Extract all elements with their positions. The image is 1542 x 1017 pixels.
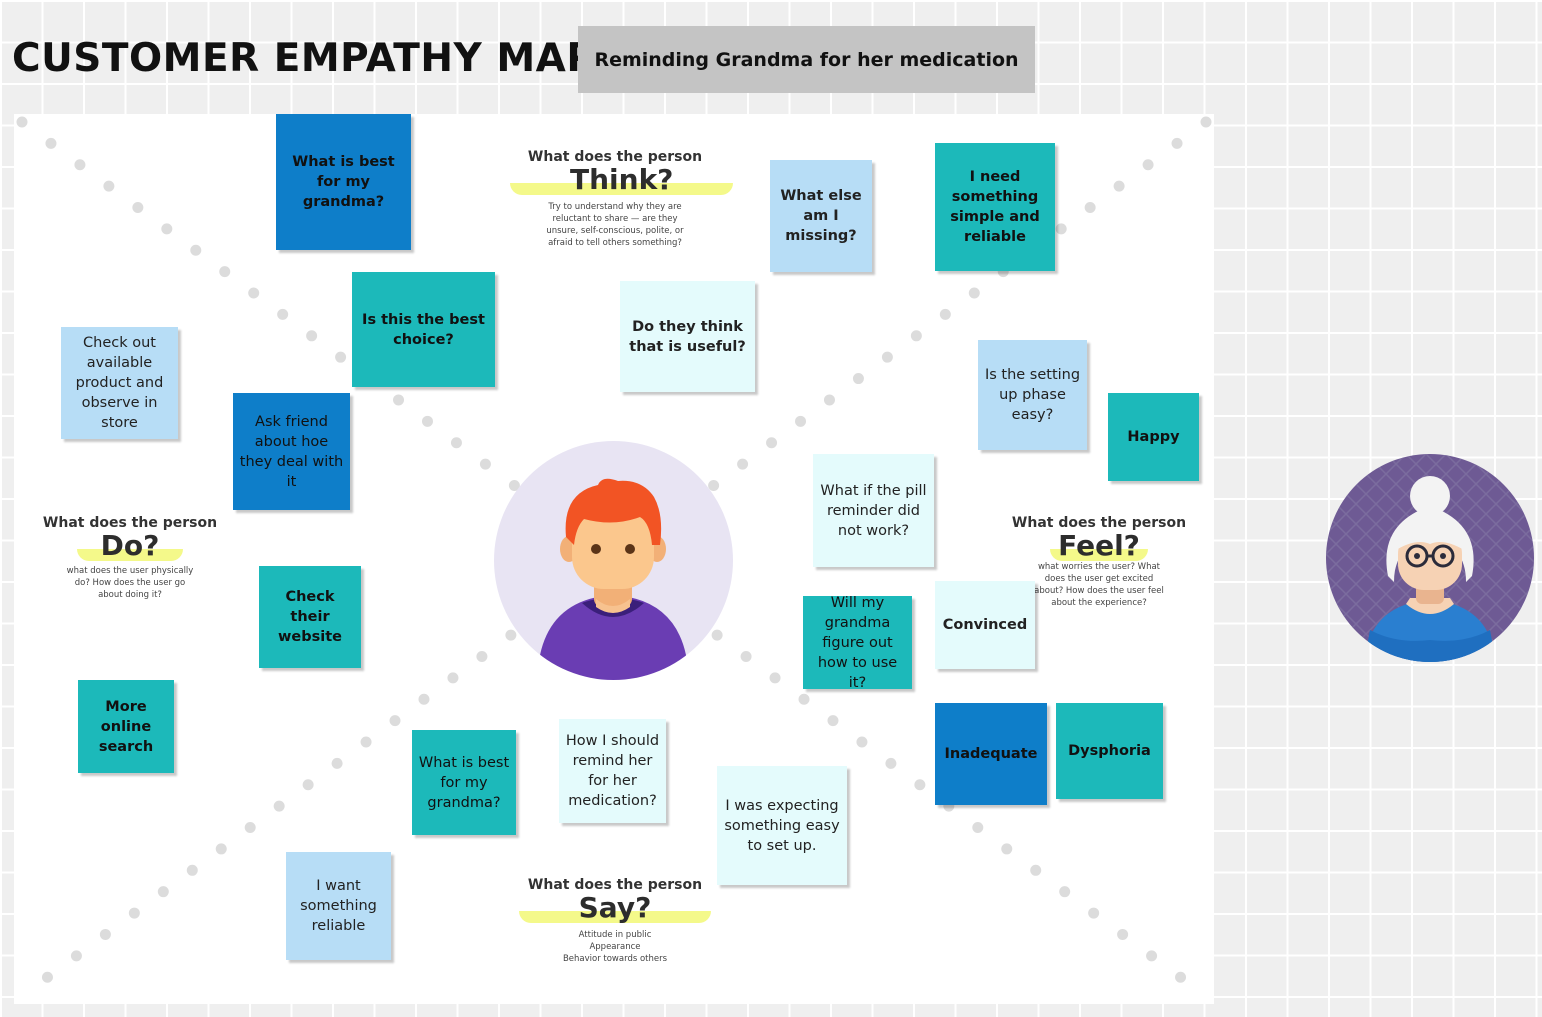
diagonal-dotted-lines	[16, 116, 1212, 1002]
sticky-note-text: Is this the best choice?	[362, 311, 485, 348]
sticky-note-text: How I should remind her for her medicati…	[565, 733, 660, 809]
think-question: What does the person	[527, 149, 703, 165]
sticky-note-text: Ask friend about hoe they deal with it	[239, 413, 344, 490]
sticky-note[interactable]: What is best for my grandma?	[412, 730, 516, 835]
sticky-note-text: What else am I missing?	[780, 188, 862, 244]
sticky-note[interactable]: Do they think that is useful?	[620, 281, 755, 392]
sticky-note[interactable]: Will my grandma figure out how to use it…	[803, 595, 912, 691]
sticky-note-text: Do they think that is useful?	[629, 318, 746, 355]
map-subtitle-box[interactable]: Reminding Grandma for her medication	[578, 26, 1035, 93]
sticky-note-text: Convinced	[942, 617, 1028, 633]
sticky-note[interactable]: How I should remind her for her medicati…	[559, 719, 666, 823]
sticky-note[interactable]: What is best for my grandma?	[276, 114, 411, 250]
feel-description: what worries the user? What does the use…	[1034, 562, 1164, 608]
say-question: What does the person	[527, 877, 703, 893]
sticky-note[interactable]: I want something reliable	[286, 852, 391, 960]
sticky-note-text: More online search	[98, 698, 154, 755]
sticky-note-text: I need something simple and reliable	[950, 169, 1040, 245]
feel-question: What does the person	[1011, 515, 1187, 531]
do-description: what does the user physically do? How do…	[66, 566, 194, 600]
sticky-note-text: Happy	[1127, 429, 1180, 445]
sticky-note-text: Dysphoria	[1068, 743, 1151, 759]
sticky-note[interactable]: Inadequate	[935, 703, 1047, 805]
sticky-note[interactable]: Ask friend about hoe they deal with it	[233, 393, 350, 510]
user-avatar-icon	[494, 441, 733, 680]
think-prompt: What does the person Think? Try to under…	[510, 149, 734, 249]
empathy-board: What does the person Think? Try to under…	[14, 114, 1214, 1004]
do-label: Do?	[76, 531, 184, 561]
sticky-note[interactable]: Happy	[1108, 393, 1199, 481]
feel-prompt: What does the person Feel? what worries …	[1004, 515, 1194, 609]
sticky-note-text: Is the setting up phase easy?	[984, 367, 1081, 423]
say-description: Attitude in public Appearance Behavior t…	[535, 929, 695, 965]
sticky-note[interactable]: Check their website	[259, 566, 361, 668]
sticky-note[interactable]: I was expecting something easy to set up…	[717, 766, 847, 885]
sticky-note[interactable]: Dysphoria	[1056, 703, 1163, 799]
sticky-note-text: I was expecting something easy to set up…	[724, 797, 840, 854]
sticky-note[interactable]: What else am I missing?	[770, 160, 872, 272]
sticky-note-text: What if the pill reminder did not work?	[820, 482, 927, 539]
sticky-note-text: What is best for my grandma?	[418, 754, 510, 811]
say-label: Say?	[518, 893, 712, 923]
sticky-note-text: Check their website	[278, 589, 342, 645]
say-desc-line: Appearance	[589, 942, 641, 952]
grandma-avatar-icon	[1326, 454, 1534, 662]
say-desc-line: Attitude in public	[578, 930, 652, 940]
sticky-note-text: I want something reliable	[300, 878, 377, 934]
say-desc-line: Behavior towards others	[562, 954, 668, 964]
think-label: Think?	[510, 165, 734, 195]
sticky-note[interactable]: Is the setting up phase easy?	[978, 340, 1087, 450]
do-prompt: What does the person Do? what does the u…	[35, 515, 225, 601]
map-subtitle: Reminding Grandma for her medication	[594, 48, 1019, 71]
sticky-note-text: Inadequate	[944, 746, 1038, 762]
sticky-note-text: Check out available product and observe …	[75, 335, 164, 431]
sticky-note-text: What is best for my grandma?	[292, 154, 395, 210]
sticky-note[interactable]: Check out available product and observe …	[61, 327, 178, 439]
feel-label: Feel?	[1050, 531, 1148, 561]
sticky-note[interactable]: I need something simple and reliable	[935, 143, 1055, 271]
map-title: CUSTOMER EMPATHY MAP	[12, 36, 596, 81]
sticky-note[interactable]: Is this the best choice?	[352, 272, 495, 387]
sticky-note-text: Will my grandma figure out how to use it…	[817, 594, 898, 691]
think-description: Try to understand why they are reluctant…	[546, 202, 684, 248]
sticky-note[interactable]: Convinced	[935, 581, 1035, 669]
sticky-note[interactable]: What if the pill reminder did not work?	[813, 454, 934, 567]
do-question: What does the person	[42, 515, 218, 531]
say-prompt: What does the person Say? Attitude in pu…	[510, 877, 720, 965]
sticky-note[interactable]: More online search	[78, 680, 174, 773]
